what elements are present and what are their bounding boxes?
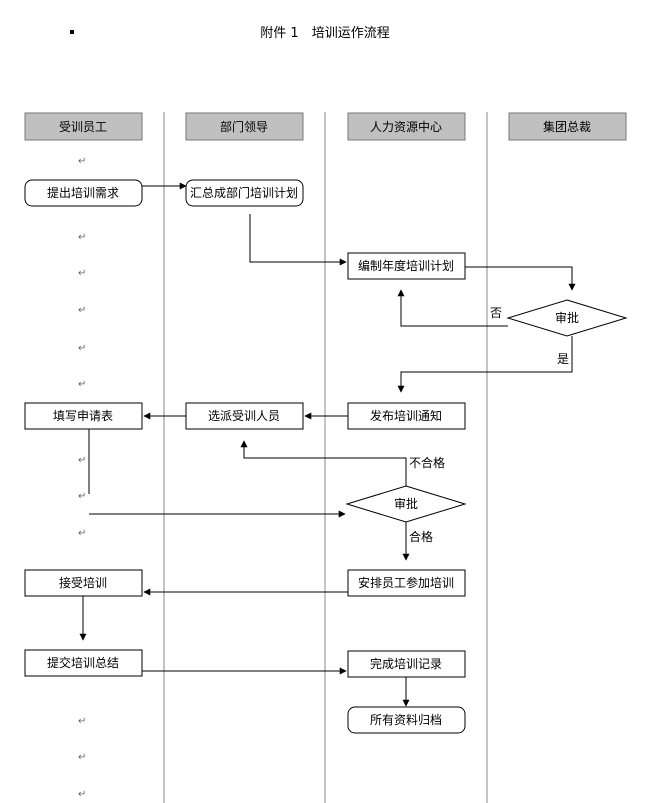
arrow-approval-yes <box>397 336 573 393</box>
svg-text:↵: ↵ <box>78 752 86 763</box>
node-select-trainees: 选派受训人员 <box>185 402 304 430</box>
label-yes: 是 <box>557 352 569 366</box>
node-submit-summary: 提交培训总结 <box>24 649 143 677</box>
svg-text:发布培训通知: 发布培训通知 <box>370 408 442 423</box>
arrow-approval-fail <box>240 440 407 486</box>
label-pass: 合格 <box>409 529 433 544</box>
svg-text:↵: ↵ <box>78 343 86 354</box>
svg-text:审批: 审批 <box>555 310 579 325</box>
svg-text:人力资源中心: 人力资源中心 <box>370 119 442 134</box>
connectors <box>79 182 576 707</box>
svg-text:↵: ↵ <box>78 491 86 502</box>
svg-text:↵: ↵ <box>78 716 86 727</box>
svg-text:选派受训人员: 选派受训人员 <box>208 409 280 423</box>
svg-text:提交培训总结: 提交培训总结 <box>47 655 119 670</box>
svg-text:汇总成部门培训计划: 汇总成部门培训计划 <box>190 185 298 200</box>
node-publish-notice: 发布培训通知 <box>347 402 466 430</box>
svg-text:↵: ↵ <box>78 156 86 167</box>
node-accept-training: 接受培训 <box>24 569 143 597</box>
node-archive-materials: 所有资料归档 <box>347 706 466 734</box>
svg-text:完成培训记录: 完成培训记录 <box>370 656 442 671</box>
lane-header-hr-center: 人力资源中心 <box>347 112 466 141</box>
node-president-approval: 审批 <box>506 299 628 337</box>
lane-header-employee: 受训员工 <box>24 112 143 141</box>
paragraph-marks: ↵ ↵ ↵ ↵ ↵ ↵ ↵ ↵ ↵ ↵ ↵ ↵ <box>78 156 86 800</box>
lane-header-dept-leader: 部门领导 <box>185 112 304 141</box>
svg-text:↵: ↵ <box>78 379 86 390</box>
svg-text:受训员工: 受训员工 <box>59 120 107 134</box>
svg-text:编制年度培训计划: 编制年度培训计划 <box>358 258 454 273</box>
node-fill-application: 填写申请表 <box>24 402 143 430</box>
svg-text:安排员工参加培训: 安排员工参加培训 <box>358 575 454 590</box>
svg-text:↵: ↵ <box>78 232 86 243</box>
arrow-compile-to-approval <box>465 266 576 291</box>
svg-text:集团总裁: 集团总裁 <box>543 119 591 134</box>
svg-text:↵: ↵ <box>78 305 86 316</box>
svg-text:↵: ↵ <box>78 268 86 279</box>
svg-text:提出培训需求: 提出培训需求 <box>47 185 119 200</box>
bullet-mark <box>70 30 74 34</box>
svg-text:所有资料归档: 所有资料归档 <box>370 713 442 727</box>
arrow-approval-no <box>397 289 508 327</box>
node-complete-records: 完成培训记录 <box>347 650 466 678</box>
label-no: 否 <box>490 306 502 320</box>
node-propose-training-need: 提出培训需求 <box>24 179 143 207</box>
node-compile-annual-plan: 编制年度培训计划 <box>347 252 466 280</box>
svg-text:接受培训: 接受培训 <box>59 575 107 590</box>
svg-text:↵: ↵ <box>78 455 86 466</box>
node-hr-approval: 审批 <box>345 485 467 523</box>
svg-text:填写申请表: 填写申请表 <box>53 409 113 423</box>
lane-header-president: 集团总裁 <box>508 112 627 141</box>
svg-text:↵: ↵ <box>78 789 86 800</box>
label-fail: 不合格 <box>409 455 445 470</box>
svg-text:部门领导: 部门领导 <box>220 119 268 134</box>
svg-text:审批: 审批 <box>394 496 418 511</box>
svg-text:↵: ↵ <box>78 528 86 539</box>
node-arrange-training: 安排员工参加培训 <box>347 569 466 597</box>
node-summarize-dept-plan: 汇总成部门培训计划 <box>185 179 304 207</box>
page-title: 附件 1 培训运作流程 <box>260 25 389 41</box>
arrow-summarize-to-compile <box>249 214 347 266</box>
